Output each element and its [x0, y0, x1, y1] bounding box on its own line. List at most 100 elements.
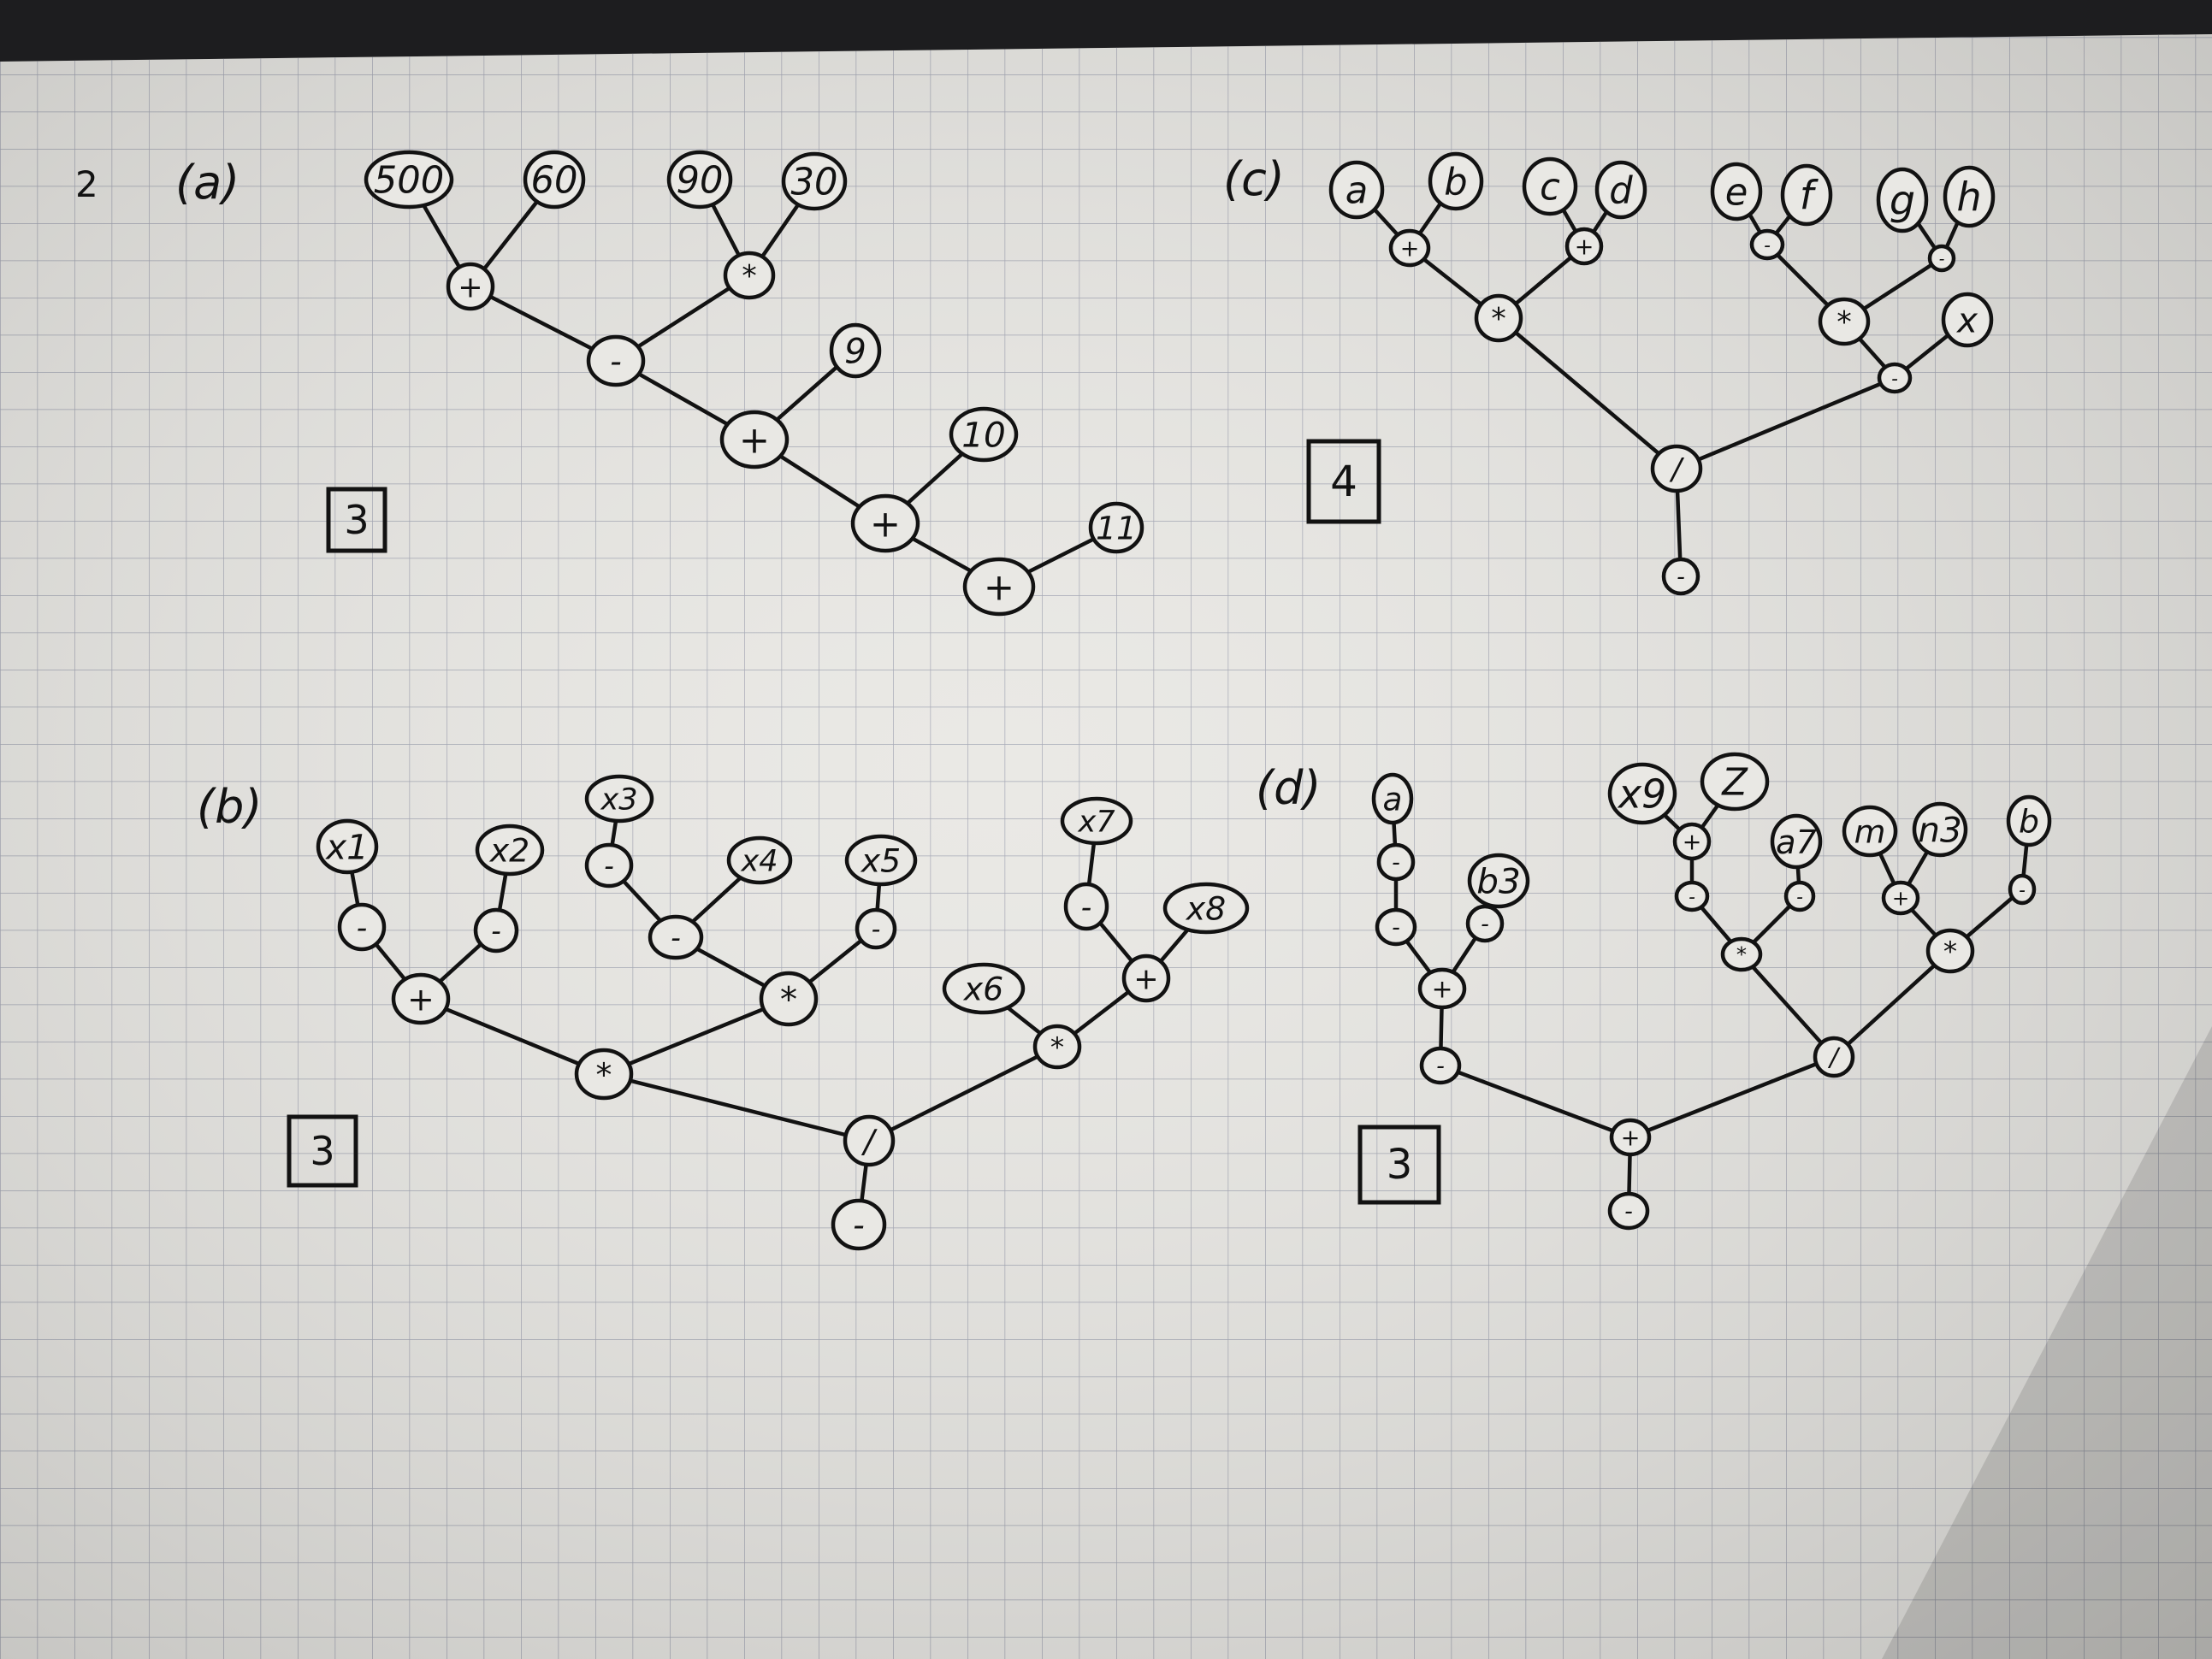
tree-b-node: * — [1032, 1024, 1082, 1070]
node-label: - — [357, 911, 368, 946]
node-label: + — [984, 567, 1014, 610]
tree-a-node: 30 — [781, 151, 848, 211]
node-label: - — [2019, 880, 2026, 901]
tree-c-node: - — [1927, 244, 1956, 273]
node-label: Z — [1721, 762, 1748, 805]
node-label: - — [491, 915, 501, 948]
tree-d-node: + — [1672, 822, 1712, 861]
tree-c-node: b — [1428, 151, 1484, 211]
node-label: - — [1081, 890, 1092, 925]
label-b: (b) — [197, 780, 262, 834]
node-label: + — [1133, 962, 1158, 997]
tree-d-node: Z — [1700, 752, 1770, 812]
node-label: - — [1392, 850, 1400, 877]
tree-b-node: x3 — [584, 774, 654, 824]
node-label: * — [780, 979, 797, 1020]
tree-d-node: x9 — [1607, 762, 1677, 825]
tree-b-edge — [418, 996, 606, 1077]
tree-b-node: x4 — [726, 835, 793, 885]
node-label: - — [1796, 887, 1803, 908]
node-label: - — [1689, 887, 1695, 908]
tree-a-node: 9 — [829, 322, 882, 379]
tree-b-node: - — [584, 842, 634, 889]
node-label: - — [872, 915, 881, 945]
node-label: 9 — [844, 331, 866, 372]
node-label: x9 — [1617, 771, 1666, 818]
tree-d-node: n3 — [1912, 801, 1968, 858]
tree-c-node: / — [1650, 444, 1703, 493]
tree-d-node: * — [1925, 928, 1975, 974]
node-label: + — [1432, 975, 1453, 1005]
node-label: - — [1392, 915, 1400, 942]
tree-d-node: - — [1375, 907, 1417, 947]
tree-a-node: 60 — [523, 150, 586, 210]
tree-a-node: + — [446, 262, 495, 311]
tree-a-node: 10 — [949, 406, 1019, 463]
svg-text:3: 3 — [1387, 1141, 1413, 1189]
tree-a-node: 11 — [1088, 501, 1144, 554]
node-label: b — [2019, 803, 2039, 841]
node-label: - — [1939, 250, 1945, 269]
node-label: x5 — [861, 842, 901, 880]
tree-d-node: a7 — [1770, 813, 1823, 870]
tree-d-node: * — [1720, 936, 1763, 972]
tree-c-node: x — [1941, 292, 1994, 348]
node-label: a — [1346, 170, 1368, 213]
tree-c-node: a — [1328, 160, 1385, 220]
tree-b-node: + — [1121, 953, 1171, 1003]
tree-d-node: - — [1376, 842, 1416, 882]
node-label: 11 — [1096, 510, 1137, 547]
tree-b-node: - — [831, 1198, 887, 1251]
paper-sheet — [0, 34, 2212, 1659]
tree-b-node: x2 — [475, 824, 545, 877]
node-label: h — [1956, 174, 1981, 221]
tree-d-node: - — [1419, 1046, 1462, 1085]
node-label: 30 — [791, 162, 838, 204]
tree-b-node: - — [648, 914, 704, 960]
tree-d-edge — [1831, 948, 1953, 1060]
node-label: / — [1669, 452, 1684, 487]
tree-d-node: a — [1371, 772, 1414, 825]
tree-a-node: + — [719, 410, 790, 469]
tree-b-node: * — [574, 1048, 634, 1101]
node-label: - — [610, 343, 622, 381]
node-label: / — [1827, 1043, 1841, 1073]
tree-d-node: m — [1842, 805, 1898, 858]
tree-c-edge — [1674, 375, 1897, 471]
svg-text:4: 4 — [1330, 457, 1357, 506]
tree-b-node: / — [843, 1114, 896, 1167]
label-a: (a) — [175, 156, 240, 210]
node-label: x4 — [740, 844, 778, 879]
tree-d-node: / — [1813, 1036, 1855, 1078]
node-label: - — [1764, 235, 1771, 257]
node-label: n3 — [1918, 810, 1961, 851]
node-label: - — [604, 850, 614, 883]
tree-c-node: * — [1474, 293, 1523, 343]
svg-text:3: 3 — [344, 497, 369, 543]
node-label: x1 — [324, 827, 369, 868]
tree-d-node: b3 — [1467, 853, 1530, 909]
node-label: - — [1677, 564, 1685, 591]
tree-d-edge — [1739, 952, 1836, 1060]
node-label: d — [1609, 170, 1633, 213]
tree-b-node: - — [1063, 882, 1109, 931]
tree-b-node: * — [759, 971, 819, 1027]
node-label: * — [1836, 305, 1852, 340]
node-label: * — [1491, 302, 1506, 337]
tree-c-node: + — [1564, 227, 1604, 266]
tree-d-node: + — [1881, 880, 1920, 916]
tree-c-node: - — [1749, 228, 1785, 261]
tree-d-node: - — [1465, 904, 1505, 943]
tree-c-node: h — [1943, 165, 1996, 228]
node-label: a7 — [1776, 824, 1818, 862]
tree-c-node: f — [1780, 163, 1833, 227]
node-label: m — [1854, 813, 1886, 851]
depth-box-b: 3 — [287, 1114, 358, 1188]
tree-b-edge — [866, 1044, 1060, 1143]
tree-b-node: - — [337, 902, 387, 952]
node-label: + — [1683, 830, 1702, 856]
tree-c-node: e — [1710, 162, 1763, 221]
node-label: * — [1943, 936, 1957, 968]
